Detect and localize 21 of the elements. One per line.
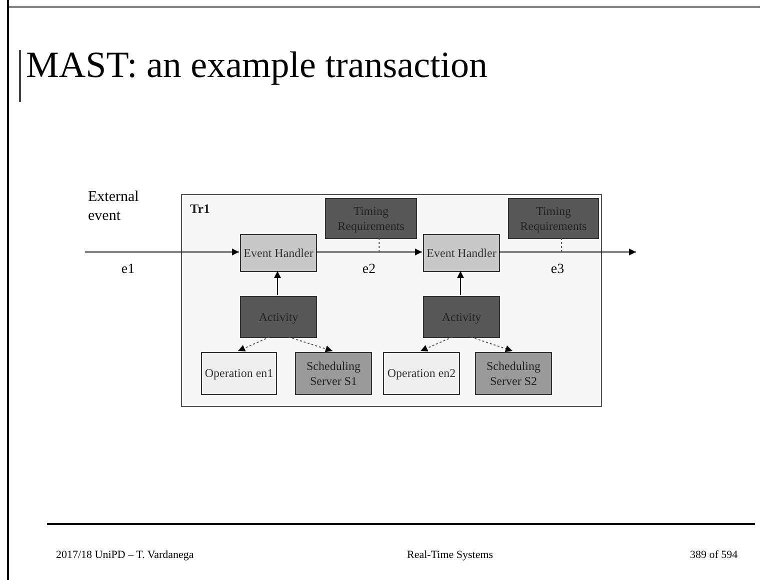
edge-label: e3 — [550, 262, 566, 278]
slide-title: MAST: an example transaction — [26, 44, 488, 87]
arrow — [84, 248, 240, 256]
event-handler-box: Event Handler — [423, 234, 500, 272]
scheduling-server-box: Scheduling Server S1 — [295, 352, 372, 395]
arrow — [498, 248, 636, 256]
operation-box: Operation en2 — [383, 352, 460, 395]
operation-box: Operation en1 — [201, 352, 277, 395]
footer-text: 2017/18 UniPD – T. Vardanega — [56, 549, 194, 561]
arrow — [274, 270, 281, 296]
edge-label: e1 — [120, 262, 136, 278]
transaction-name: Tr1 — [190, 201, 210, 217]
event-handler-box: Event Handler — [240, 234, 317, 272]
arrow — [457, 270, 464, 296]
event-label: External event — [88, 188, 140, 226]
scheduling-server-box: Scheduling Server S2 — [475, 352, 552, 395]
footer-text: Real-Time Systems — [407, 549, 494, 561]
arrow — [316, 248, 422, 256]
transaction-box — [181, 194, 602, 407]
footer-text: 389 of 594 — [690, 549, 738, 561]
edge-label: e2 — [361, 262, 377, 278]
